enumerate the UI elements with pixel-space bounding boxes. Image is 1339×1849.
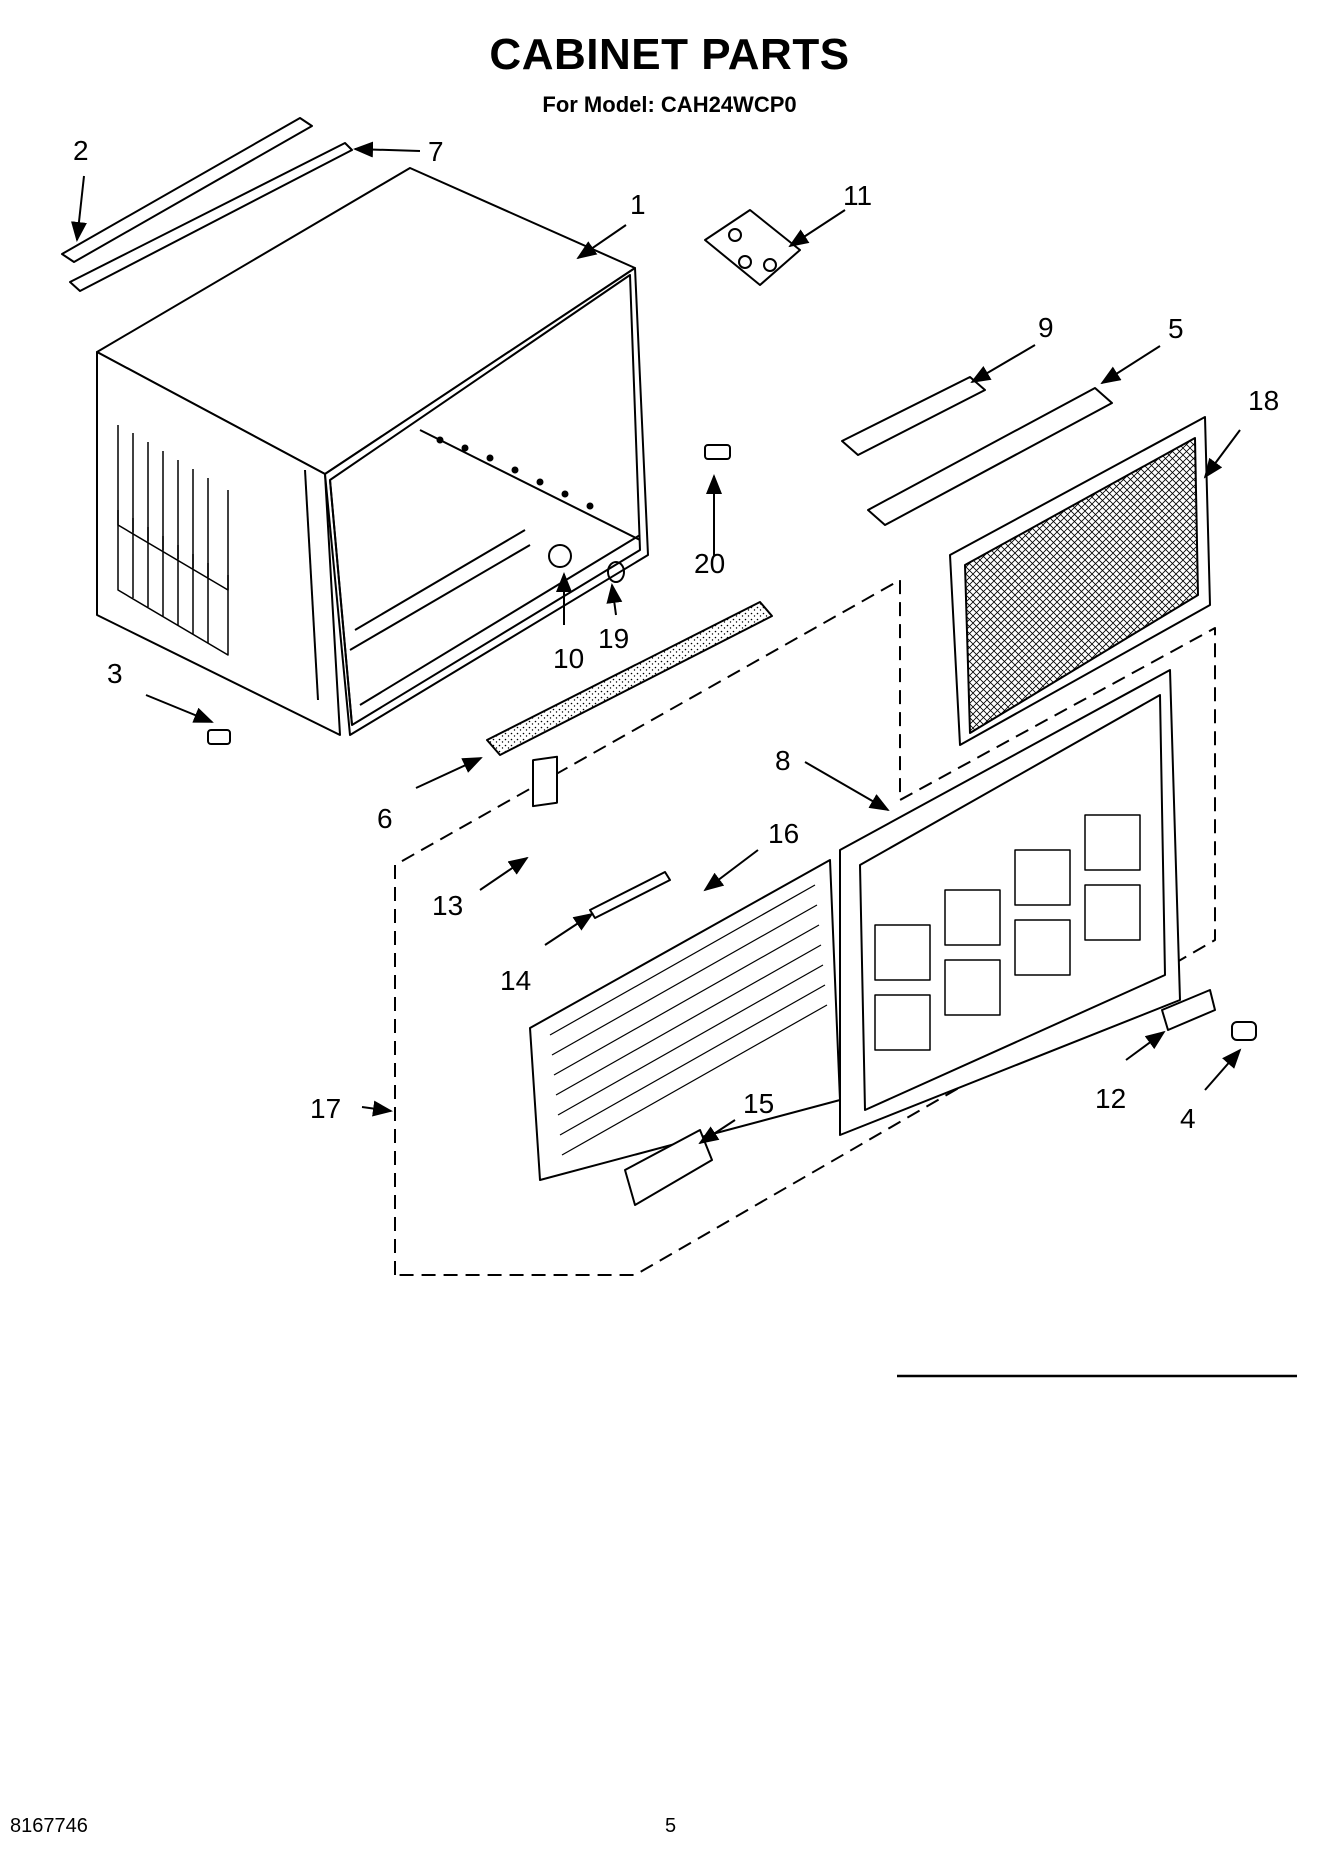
top-gasket — [69, 142, 353, 292]
callout-16: 16 — [768, 818, 799, 849]
screw-part-3 — [207, 729, 231, 745]
callout-8: 8 — [775, 745, 791, 776]
callout-15: 15 — [743, 1088, 774, 1119]
callout-11: 11 — [843, 180, 872, 211]
callout-2: 2 — [73, 135, 89, 166]
filter-strip-lower — [867, 387, 1113, 526]
front-panel — [839, 669, 1181, 1136]
callout-19: 19 — [598, 623, 629, 654]
filter-strip-upper — [841, 376, 986, 456]
callout-13: 13 — [432, 890, 463, 921]
ring-part-19 — [607, 561, 625, 583]
callout-3: 3 — [107, 658, 123, 689]
callout-20: 20 — [694, 548, 725, 579]
callout-18: 18 — [1248, 385, 1279, 416]
callout-14: 14 — [500, 965, 531, 996]
part-12-plate — [1161, 989, 1216, 1031]
page-title: CABINET PARTS — [489, 30, 850, 79]
model-subtitle: For Model: CAH24WCP0 — [542, 92, 797, 117]
callout-9: 9 — [1038, 312, 1054, 343]
part-14-latch — [589, 871, 671, 919]
callout-4: 4 — [1180, 1103, 1196, 1134]
mounting-bracket — [704, 209, 801, 286]
document-number: 8167746 — [10, 1815, 88, 1837]
cabinet-wrapper — [96, 167, 649, 736]
callout-7: 7 — [428, 136, 444, 167]
part-13-clip — [532, 755, 558, 808]
callout-12: 12 — [1095, 1083, 1126, 1114]
front-grille — [529, 859, 841, 1181]
screw-part-20 — [704, 444, 731, 460]
callout-17: 17 — [310, 1093, 341, 1124]
page-number: 5 — [665, 1815, 677, 1837]
part-15-louver — [624, 1129, 713, 1206]
nut-part-10 — [548, 544, 572, 568]
callout-10: 10 — [553, 643, 584, 674]
callout-6: 6 — [377, 803, 393, 834]
part-4-knob — [1231, 1021, 1257, 1041]
callout-5: 5 — [1168, 313, 1184, 344]
top-rail — [61, 117, 313, 263]
seal-strip — [486, 601, 773, 756]
assembly-17-outline — [394, 579, 1216, 1276]
air-filter — [949, 416, 1211, 746]
callout-1: 1 — [630, 189, 646, 220]
